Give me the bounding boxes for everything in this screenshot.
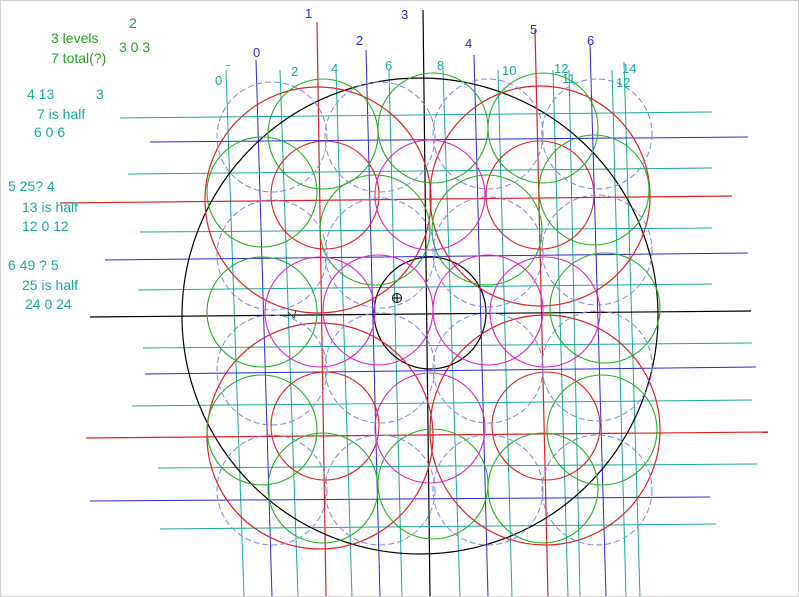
label-teal-6: 6 xyxy=(385,58,392,73)
notes-teal: 4 13 3 7 is half 6 0 6 5 25? 4 13 is hal… xyxy=(8,86,104,312)
teal-horizontal-lines xyxy=(119,111,758,530)
label-blue-5: 5 xyxy=(530,22,537,37)
label-teal-dash: - xyxy=(226,57,230,72)
label-blue-3: 3 xyxy=(401,7,408,22)
note-twentyfive-half: 25 is half xyxy=(22,277,78,293)
label-teal-11: 11 xyxy=(562,71,576,86)
label-teal-2: 2 xyxy=(291,64,298,79)
top-blue-labels: 1 3 2 4 5 6 0 xyxy=(253,6,594,60)
arrow-mark-icon xyxy=(287,309,297,319)
teal-vertical-lines xyxy=(225,61,641,597)
note-three-small: 3 xyxy=(96,86,104,102)
blue-horizontal-lines xyxy=(89,136,757,502)
red-horizontal-lines xyxy=(59,195,769,439)
label-teal-8: 8 xyxy=(437,58,444,73)
note-two: 2 xyxy=(129,15,137,31)
label-blue-4: 4 xyxy=(465,36,472,51)
green-circles xyxy=(206,72,661,544)
blue-vertical-lines xyxy=(255,44,607,597)
top-teal-labels: - 0 2 4 6 8 10 12 11 14 12 xyxy=(215,57,636,90)
note-five-twentyfive: 5 25? 4 xyxy=(8,178,55,194)
note-twelve-zero-twelve: 12 0 12 xyxy=(22,218,69,234)
label-teal-4: 4 xyxy=(331,61,338,76)
light-blue-circles xyxy=(216,78,653,546)
magenta-circles xyxy=(264,139,601,484)
note-three-zero-three: 3 0 3 xyxy=(119,39,150,55)
black-horizontal-axis xyxy=(89,310,752,318)
label-teal-12: 12 xyxy=(554,61,568,76)
note-twentyfour: 24 0 24 xyxy=(25,296,72,312)
center-crosshair-icon xyxy=(392,293,402,303)
label-blue-6: 6 xyxy=(587,33,594,48)
note-seven-half: 7 is half xyxy=(37,106,85,122)
note-three-levels: 3 levels xyxy=(51,30,98,46)
label-teal-0: 0 xyxy=(215,73,222,88)
outer-circle xyxy=(181,77,659,555)
label-blue-1: 1 xyxy=(305,6,312,21)
label-blue-0: 0 xyxy=(253,45,260,60)
note-six-fortynine: 6 49 ? 5 xyxy=(8,257,59,273)
note-four-thirteen: 4 13 xyxy=(27,86,54,102)
note-thirteen-half: 13 is half xyxy=(22,199,78,215)
notes-green: 3 levels 7 total(?) 2 3 0 3 xyxy=(51,15,150,66)
black-vertical-axis xyxy=(422,9,431,597)
label-blue-2: 2 xyxy=(356,33,363,48)
note-seven-total: 7 total(?) xyxy=(51,50,106,66)
label-teal-14: 14 xyxy=(622,61,636,76)
label-teal-10: 10 xyxy=(502,63,516,78)
label-teal-12b: 12 xyxy=(616,75,630,90)
note-six-zero-six: 6 0 6 xyxy=(34,124,65,140)
